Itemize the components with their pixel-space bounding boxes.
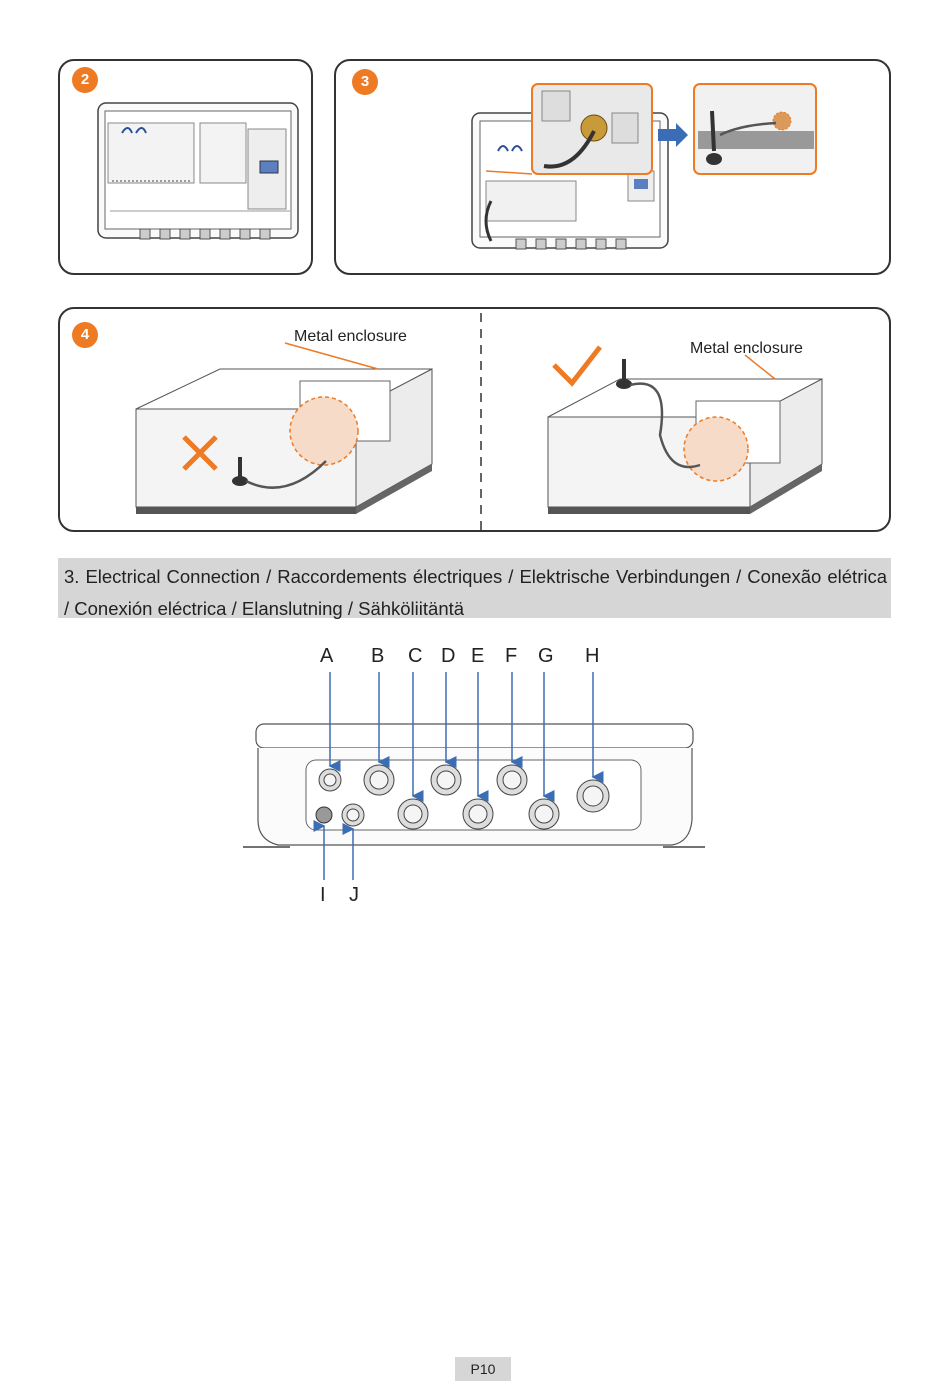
cable-gland-j — [341, 803, 365, 827]
step-2-badge: 2 — [72, 67, 98, 93]
antenna-install-illustration — [471, 83, 817, 250]
cable-gland-d — [430, 764, 462, 796]
connector-label-i: I — [320, 884, 326, 906]
step-3-badge: 3 — [352, 69, 378, 95]
connector-label-g: G — [538, 645, 554, 667]
cable-gland-g — [528, 798, 560, 830]
correct-check-icon — [552, 345, 602, 387]
step-4-badge: 4 — [72, 322, 98, 348]
step-2-panel: 2 — [58, 59, 313, 275]
cable-gland-h — [576, 779, 610, 813]
connector-label-h: H — [585, 645, 600, 667]
connector-label-a: A — [320, 645, 334, 667]
cable-gland-e — [462, 798, 494, 830]
connector-label-b: B — [371, 645, 385, 667]
cable-gland-f — [496, 764, 528, 796]
connector-label-f: F — [505, 645, 518, 667]
connector-label-e: E — [471, 645, 485, 667]
section-heading-bar: 3. Electrical Connection / Raccordements… — [58, 558, 891, 619]
cable-gland-i — [315, 806, 333, 824]
enclosure-comparison-illustration — [135, 313, 823, 531]
connector-label-j: J — [349, 884, 359, 906]
cable-gland-a — [318, 768, 342, 792]
metal-enclosure-label-wrong: Metal enclosure — [294, 328, 407, 345]
cable-gland-c — [397, 798, 429, 830]
step-3-panel: 3 — [334, 59, 891, 275]
cable-gland-b — [363, 764, 395, 796]
wrong-x-icon — [182, 435, 218, 471]
connector-label-c: C — [408, 645, 423, 667]
section-heading: 3. Electrical Connection / Raccordements… — [64, 566, 887, 619]
metal-enclosure-label-correct: Metal enclosure — [690, 340, 803, 357]
connector-label-d: D — [441, 645, 456, 667]
inverter-open-illustration — [97, 102, 299, 240]
step-4-panel: 4 Metal enclosure Metal enclosure — [58, 307, 891, 532]
page-number: P10 — [455, 1357, 511, 1381]
